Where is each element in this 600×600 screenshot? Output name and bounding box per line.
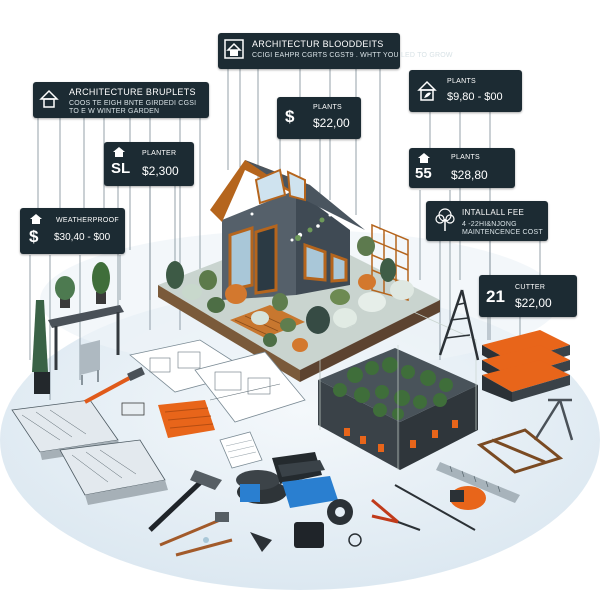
plants-right-mid-code: 55 [415,165,432,182]
dollar-icon: $ [29,227,39,246]
greenhouse-shed [210,160,409,301]
architecture-left-subtitle: COOS TE EIGH BNTE GIRDEDI CGSI TO E W WI… [69,100,197,115]
plants-center-title: PLANTS [313,104,343,111]
patio-furniture [32,262,124,394]
dollar-icon: $ [285,107,295,126]
architecture-top-subtitle: CCIGI EAHPR CGRTS CGST9 . WHTT YOU LED T… [252,52,453,59]
callout-architecture-top: ARCHITECTUR BLOODDEITS CCIGI EAHPR CGRTS… [218,33,453,69]
architecture-left-title: ARCHITECTURE BRUPLETS [69,87,196,97]
callout-plants-right-mid: 55 PLANTS $28,80 [409,148,515,188]
planter-price: $2,300 [142,164,179,178]
material-rolls [11,399,168,505]
callout-cutter: 21 CUTTER $22,00 [479,275,577,317]
cutter-title: CUTTER [515,284,546,291]
garden-covers [236,452,362,548]
callout-plants-center: $ PLANTS $22,00 [277,97,361,139]
architecture-top-title: ARCHITECTUR BLOODDEITS [252,39,384,49]
raised-planter-box [318,304,478,470]
tree-icon [435,208,455,231]
plants-right-top-price: $9,80 - $00 [447,91,503,103]
hand-tools [84,366,272,557]
callout-installation: INTALLALL FEE 4 -22HI&NJONG MAINTENCENCE… [426,201,548,241]
callout-architecture-left: ARCHITECTURE BRUPLETS COOS TE EIGH BNTE … [33,82,209,118]
cutter-price: $22,00 [515,296,552,310]
plants-right-mid-price: $28,80 [451,168,488,182]
house-icon [39,89,59,108]
planter-code: SL [111,160,131,177]
blueprint-sheets [129,339,306,469]
planter-title: PLANTER [142,150,177,157]
house-icon [30,214,42,224]
installation-subtitle: 4 -22HI&NJONG MAINTENCENCE COST [462,221,543,236]
plants-center-price: $22,00 [313,116,350,130]
right-side-equipment [371,289,574,531]
plants-right-mid-title: PLANTS [451,154,481,161]
installation-title: INTALLALL FEE [462,208,525,217]
house-icon [224,39,244,59]
weatherproof-title: WEATHERPROOF [56,217,119,224]
plants-right-top-title: PLANTS [447,78,477,85]
callout-weatherproof: $ WEATHERPROOF $30,40 - $00 [20,208,125,254]
callout-planter: SL PLANTER $2,300 [104,142,194,186]
house-icon [113,147,125,157]
cutter-code: 21 [486,287,505,306]
leaf-house-icon [417,80,437,101]
weatherproof-price: $30,40 - $00 [54,232,111,243]
house-icon [418,153,430,163]
callout-plants-right-top: PLANTS $9,80 - $00 [409,70,522,112]
garden-shrubs [166,236,414,352]
